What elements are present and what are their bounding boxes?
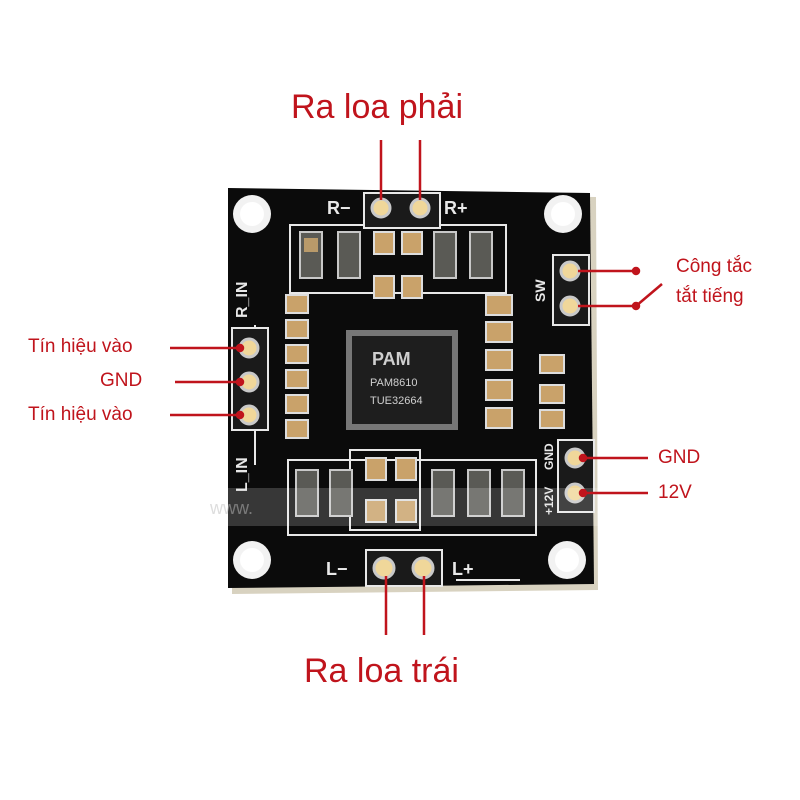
watermark-text: www. xyxy=(209,498,253,518)
label-l-plus: L+ xyxy=(452,559,474,579)
power-12v-label: 12V xyxy=(658,482,692,503)
label-r-plus: R+ xyxy=(444,198,468,218)
silkscreen-text: R− R+ L− L+ R_IN L_IN SW GND +12V xyxy=(234,198,556,579)
label-gnd-board: GND xyxy=(542,443,556,470)
signal-in-bottom-label: Tín hiệu vào xyxy=(28,404,133,425)
chip-brand: PAM xyxy=(372,349,411,369)
leader-lines xyxy=(170,140,663,635)
pam8610-chip xyxy=(346,330,458,430)
label-r-in: R_IN xyxy=(234,282,251,318)
smd-components xyxy=(285,231,565,523)
mute-switch-line2: tắt tiếng xyxy=(676,286,744,307)
signal-in-top-label: Tín hiệu vào xyxy=(28,336,133,357)
gnd-left-label: GND xyxy=(100,370,143,391)
bottom-speaker-label: Ra loa trái xyxy=(304,652,459,690)
label-r-minus: R− xyxy=(327,198,351,218)
mounting-holes xyxy=(233,195,586,579)
pin-headers xyxy=(231,192,595,587)
chip-lot: TUE32664 xyxy=(370,395,423,407)
gnd-power-label: GND xyxy=(658,447,701,468)
mute-switch-line1: Công tắc xyxy=(676,256,753,277)
chip-model: PAM8610 xyxy=(370,377,418,389)
label-l-minus: L− xyxy=(326,559,348,579)
top-speaker-label: Ra loa phải xyxy=(291,88,464,126)
label-12v-board: +12V xyxy=(542,487,556,515)
chip-text: PAM PAM8610 TUE32664 xyxy=(370,349,423,407)
label-l-in: L_IN xyxy=(234,457,251,492)
label-sw: SW xyxy=(532,279,548,302)
watermark-band xyxy=(190,488,630,526)
